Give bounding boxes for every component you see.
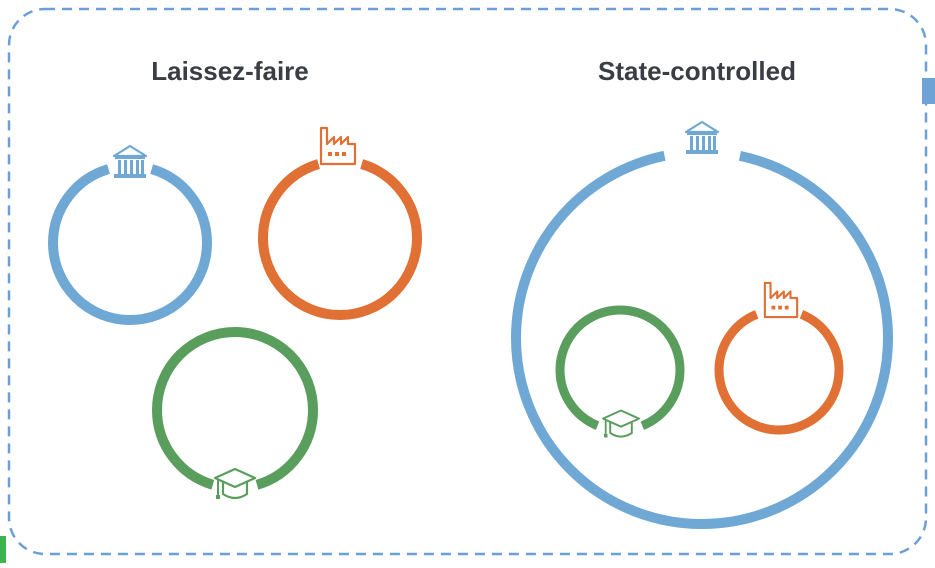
panel-title-state-controlled: State-controlled <box>598 56 796 86</box>
graduation-cap-icon <box>213 467 257 501</box>
frame-border <box>7 7 928 556</box>
factory-icon <box>319 126 357 166</box>
edge-marker-green <box>0 536 6 563</box>
industry-ring-left <box>258 156 422 320</box>
edge-marker-blue <box>922 78 935 104</box>
education-ring-left <box>152 327 318 493</box>
graduation-cap-icon <box>602 409 640 439</box>
factory-icon <box>763 281 799 319</box>
panel-title-laissez-faire: Laissez-faire <box>151 56 309 86</box>
bank-building-icon <box>112 144 148 180</box>
education-ring-right <box>555 305 685 435</box>
industry-ring-right <box>714 305 844 435</box>
government-ring-left <box>48 161 212 325</box>
government-ring-right <box>511 147 893 529</box>
bank-building-icon <box>684 120 720 156</box>
